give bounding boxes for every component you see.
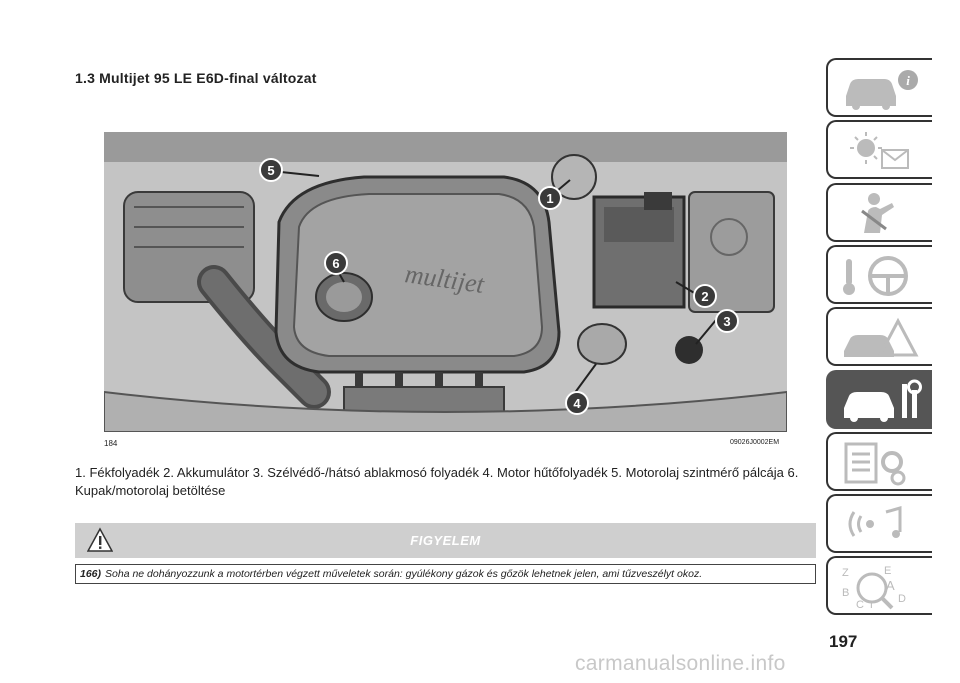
chapter-tab-multimedia[interactable]	[826, 494, 932, 553]
watermark: carmanualsonline.info	[575, 652, 786, 675]
car-info-icon: i	[846, 70, 918, 110]
emergency-icon	[844, 317, 919, 357]
svg-text:B: B	[842, 587, 849, 599]
svg-text:2: 2	[701, 289, 708, 304]
svg-text:i: i	[906, 73, 910, 88]
callout-3: 3	[715, 309, 739, 333]
warning-triangle-icon	[87, 527, 113, 552]
svg-text:E: E	[884, 565, 891, 577]
warning-text: Soha ne dohányozzunk a motortérben végze…	[105, 568, 703, 580]
index-az-icon: Z E A B C T D	[842, 565, 906, 611]
multimedia-icon	[848, 506, 902, 538]
figure-number: 184	[104, 439, 118, 448]
callout-6: 6	[324, 251, 348, 275]
svg-text:4: 4	[573, 396, 581, 411]
warning-body: 166)Soha ne dohányozzunk a motortérben v…	[75, 564, 816, 584]
figure-code: 09026J0002EM	[730, 439, 780, 446]
warning-number: 166)	[80, 568, 102, 580]
figure-legend: 1. Fékfolyadék 2. Akkumulátor 3. Szélvéd…	[75, 465, 799, 498]
svg-text:5: 5	[267, 163, 274, 178]
svg-text:T: T	[868, 599, 875, 611]
engine-bay-figure: multijet 5 6	[104, 132, 787, 432]
page-number: 197	[829, 632, 858, 651]
engine-bay-illustration: multijet 5 6	[104, 132, 787, 432]
chapter-tab-technical-data[interactable]	[826, 432, 932, 491]
chapter-tab-emergency[interactable]	[826, 307, 932, 366]
chapter-tab-car-info[interactable]: i	[826, 58, 932, 117]
svg-text:D: D	[898, 593, 906, 605]
technical-data-icon	[844, 442, 906, 486]
chapter-tab-index[interactable]: Z E A B C T D	[826, 556, 932, 615]
dashboard-lights-icon	[850, 132, 909, 169]
warning-title: FIGYELEM	[410, 533, 481, 548]
svg-text:6: 6	[332, 256, 339, 271]
maintenance-tools-icon	[844, 379, 922, 422]
chapter-tab-safety[interactable]	[826, 183, 932, 242]
callout-5: 5	[259, 158, 283, 182]
svg-text:3: 3	[723, 314, 730, 329]
svg-text:A: A	[886, 578, 895, 593]
chapter-tab-starting-driving[interactable]	[826, 245, 932, 304]
chapter-tab-dashboard[interactable]	[826, 120, 932, 179]
callout-4: 4	[565, 391, 589, 415]
svg-text:1: 1	[546, 191, 553, 206]
warning-header: FIGYELEM	[75, 523, 816, 558]
svg-text:C: C	[856, 599, 864, 611]
svg-text:Z: Z	[842, 567, 849, 579]
section-title: 1.3 Multijet 95 LE E6D-final változat	[75, 70, 317, 86]
chapter-tab-maintenance[interactable]	[826, 370, 932, 429]
callout-2: 2	[693, 284, 717, 308]
steering-key-icon	[843, 256, 908, 296]
safety-airbag-icon	[861, 193, 894, 233]
callout-1: 1	[538, 186, 562, 210]
